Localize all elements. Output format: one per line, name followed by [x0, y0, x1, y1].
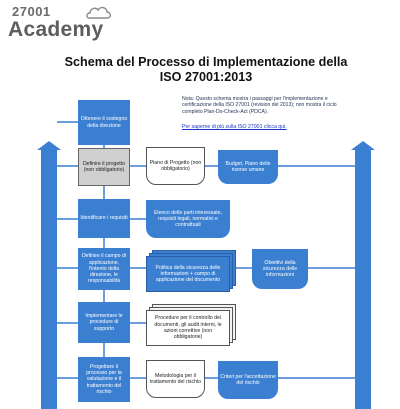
doc-security-policy: Politica della sicurezza delle informazi…	[146, 256, 230, 292]
step-risk-process: Progettare il processo per la valutazion…	[78, 357, 130, 402]
right-lane-arrow	[351, 141, 375, 150]
diagram-note: Nota: Questo schema mostra i passaggi pe…	[182, 96, 337, 115]
page-title: Schema del Processo di Implementazione d…	[40, 55, 372, 85]
output-budget-plan: Budget, Piano delle risorse umane	[218, 150, 278, 184]
doc-project-plan: Piano di Progetto (non obbligatorio)	[146, 147, 205, 185]
output-security-objectives-label: Obiettivi della sicurezza delle informaz…	[262, 259, 298, 279]
doc-procedures: Procedure per il controllo dei documenti…	[146, 310, 230, 346]
learn-more-link[interactable]: Per saperne di più sulla ISO 27001 clicc…	[182, 124, 287, 130]
doc-security-policy-stack: Politica della sicurezza delle informazi…	[146, 250, 238, 294]
step-management-support-label: Ottenere il sostegno della direzione	[80, 116, 128, 129]
step-support-procedures: Implementare le procedure di supporto	[78, 302, 130, 343]
logo-wordmark: Academy	[8, 18, 104, 41]
output-budget-plan-label: Budget, Piano delle risorse umane	[225, 160, 271, 173]
doc-security-policy-label: Politica della sicurezza delle informazi…	[155, 264, 221, 284]
title-line-1: Schema del Processo di Implementazione d…	[64, 55, 348, 69]
left-lane-arrow	[37, 141, 61, 150]
step-identify-requirements: Identificare i requisiti	[78, 199, 130, 238]
left-lane-bar	[41, 147, 57, 409]
step-risk-process-label: Progettare il processo per la valutazion…	[86, 363, 122, 395]
right-lane-bar	[355, 147, 371, 409]
output-risk-criteria: Criteri per l'accettazione del rischio	[218, 361, 278, 399]
output-security-objectives: Obiettivi della sicurezza delle informaz…	[252, 249, 308, 289]
step-define-project: Definire il progetto (non obbligatorio)	[78, 148, 130, 186]
doc-stakeholders-list: Elenco delle parti interessate, requisit…	[146, 200, 230, 238]
doc-procedures-label: Procedure per il controllo dei documenti…	[154, 315, 222, 341]
output-risk-criteria-label: Criteri per l'accettazione del rischio	[220, 373, 276, 386]
cloud-icon	[86, 6, 112, 19]
doc-procedures-stack: Procedure per il controllo dei documenti…	[146, 304, 238, 348]
doc-stakeholders-list-label: Elenco delle parti interessate, requisit…	[153, 209, 223, 229]
step-define-scope: Definire il campo di applicazione, l'int…	[78, 248, 130, 290]
doc-risk-methodology-label: Metodologia per il trattamento del risch…	[149, 372, 202, 385]
step-support-procedures-label: Implementare le procedure di supporto	[85, 313, 123, 332]
doc-risk-methodology: Metodologia per il trattamento del risch…	[146, 360, 205, 398]
logo-number: 27001	[12, 4, 51, 19]
step-define-scope-label: Definire il campo di applicazione, l'int…	[81, 253, 127, 285]
academy-logo: 27001 Academy	[8, 4, 118, 46]
step-identify-requirements-label: Identificare i requisiti	[80, 215, 128, 222]
doc-project-plan-label: Piano di Progetto (non obbligatorio)	[149, 159, 202, 172]
step-define-project-label: Definire il progetto (non obbligatorio)	[82, 160, 126, 173]
title-line-2: ISO 27001:2013	[159, 70, 253, 84]
step-management-support: Ottenere il sostegno della direzione	[78, 100, 130, 145]
